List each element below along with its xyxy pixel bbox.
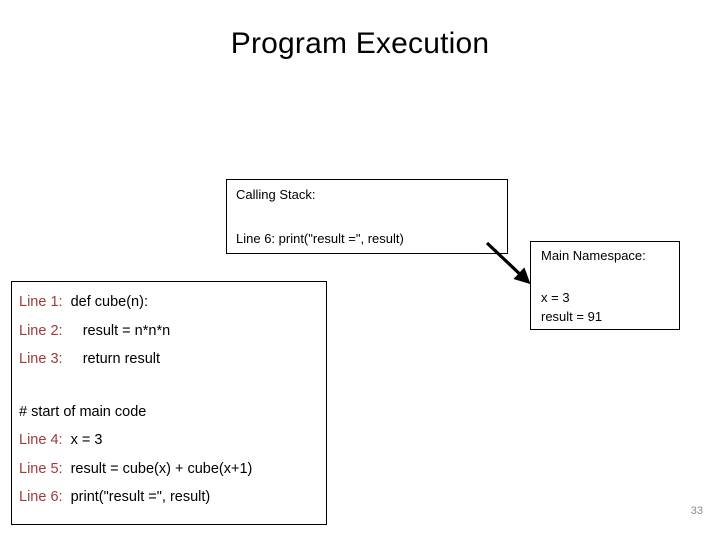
code-line: Line 6: print("result =", result): [19, 483, 320, 512]
code-line-label: Line 5:: [19, 460, 63, 477]
main-namespace-box: Main Namespace: x = 3 result = 91: [530, 241, 680, 330]
code-blank-line: [19, 374, 320, 398]
code-line-text: result = cube(x) + cube(x+1): [62, 460, 253, 477]
code-line: Line 2: result = n*n*n: [19, 317, 320, 346]
calling-stack-box: Calling Stack: Line 6: print("result =",…: [226, 179, 508, 254]
main-namespace-variable-list: x = 3 result = 91: [541, 288, 602, 326]
page-number: 33: [690, 505, 703, 517]
page-title: Program Execution: [230, 27, 490, 60]
code-line-label: Line 2:: [19, 322, 63, 339]
code-line: Line 5: result = cube(x) + cube(x+1): [19, 455, 320, 484]
code-line-text: x = 3: [62, 432, 103, 448]
code-line-text: def cube(n):: [62, 294, 148, 310]
code-line: Line 3: return result: [19, 345, 320, 374]
code-listing: Line 1: def cube(n): Line 2: result = n*…: [19, 288, 320, 512]
main-namespace-heading: Main Namespace:: [541, 248, 646, 263]
code-listing-box: Line 1: def cube(n): Line 2: result = n*…: [11, 281, 327, 525]
code-line: Line 4: x = 3: [19, 426, 320, 455]
code-line-text: return result: [62, 351, 161, 367]
code-line: Line 1: def cube(n):: [19, 288, 320, 317]
code-line-label: Line 4:: [19, 432, 63, 448]
calling-stack-frame-item: Line 6: print("result =", result): [236, 231, 404, 246]
code-comment-line: # start of main code: [19, 398, 320, 427]
namespace-variable-row: result = 91: [541, 309, 603, 324]
code-line-label: Line 1:: [19, 294, 63, 310]
code-line-label: Line 3:: [19, 351, 63, 367]
namespace-variable-row: x = 3: [541, 290, 570, 305]
code-line-text: result = n*n*n: [62, 322, 171, 339]
code-line-text: # start of main code: [19, 403, 147, 420]
code-line-text: print("result =", result): [62, 489, 211, 505]
calling-stack-heading: Calling Stack:: [236, 187, 316, 202]
code-line-label: Line 6:: [19, 489, 63, 505]
